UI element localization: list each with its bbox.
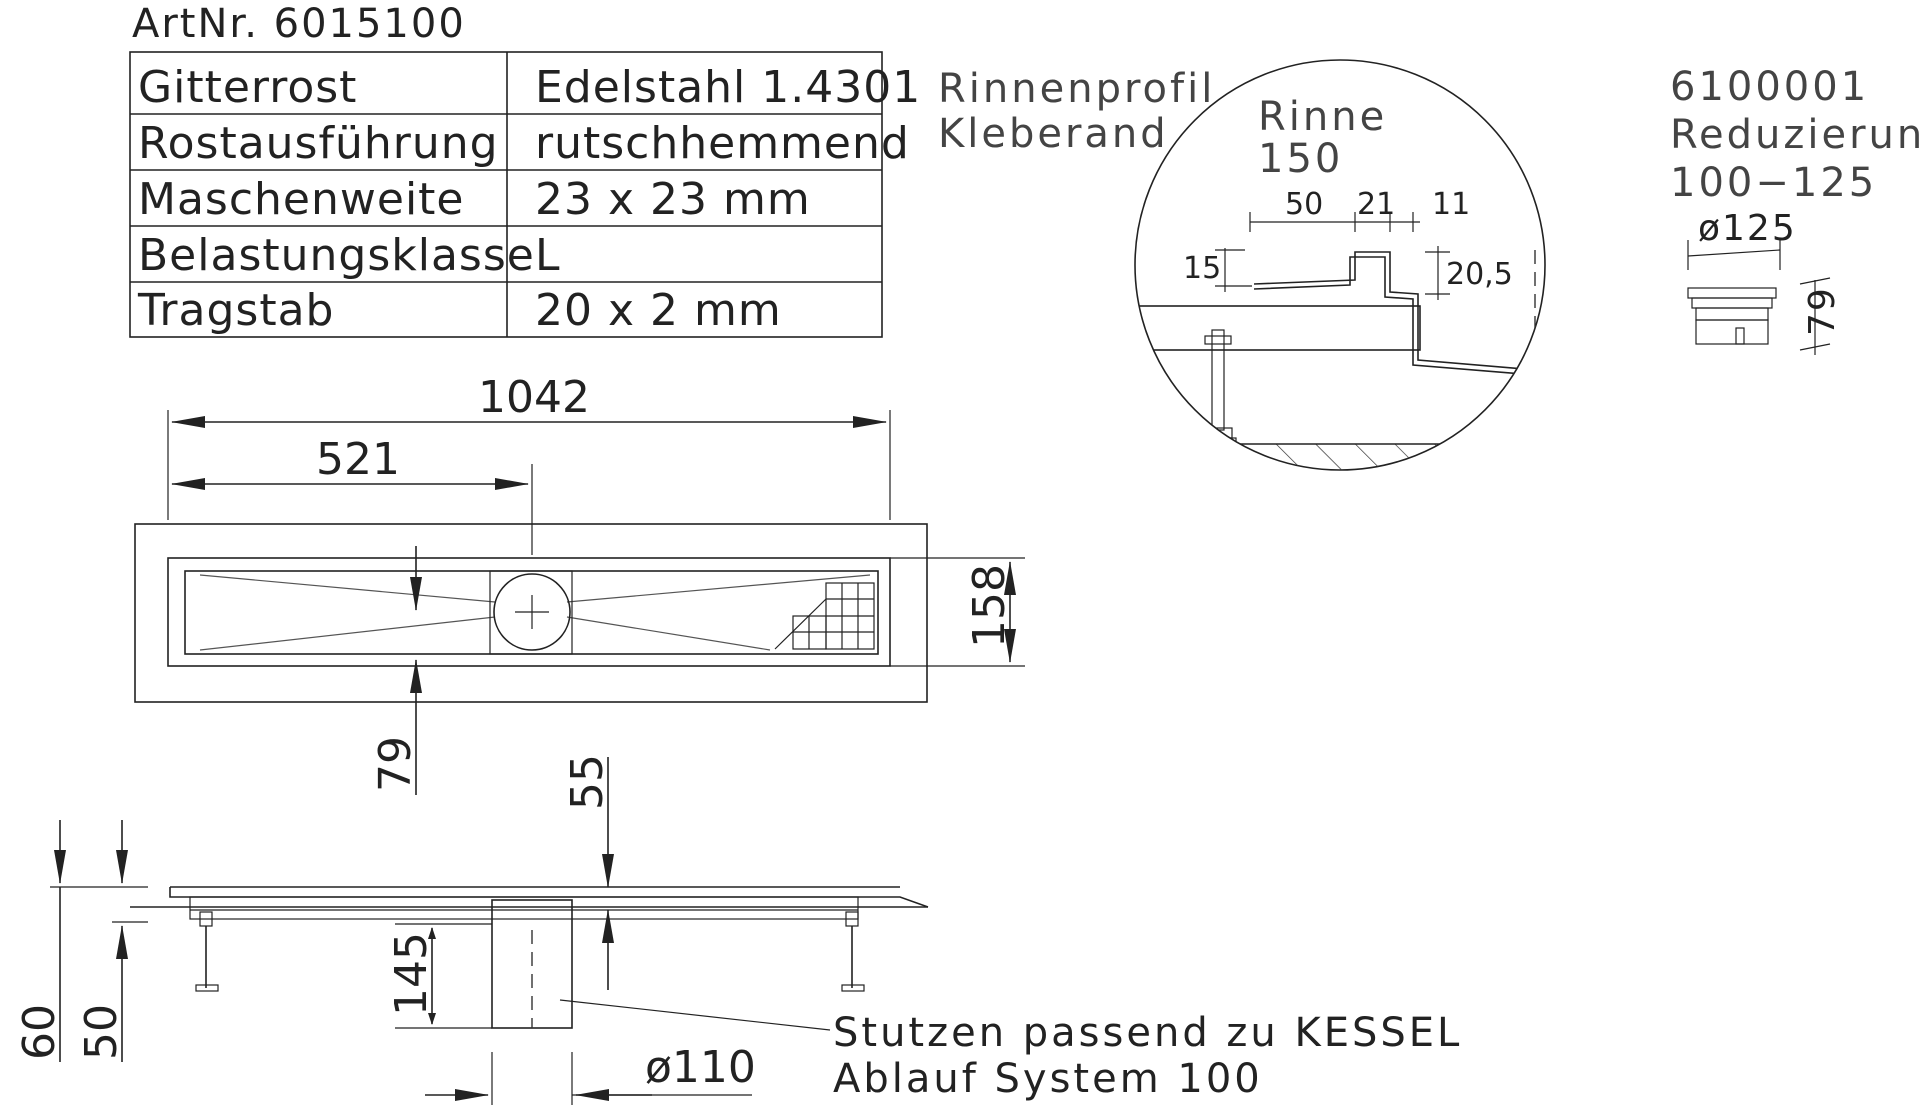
profile-label-line2: Kleberand bbox=[938, 111, 1169, 157]
reducer-diameter: ø125 bbox=[1698, 208, 1797, 249]
rinne-label-line1: Rinne bbox=[1258, 94, 1387, 140]
dim-profile-21: 21 bbox=[1357, 187, 1395, 222]
article-number: ArtNr. 6015100 bbox=[132, 1, 466, 47]
reducer-number: 6100001 bbox=[1670, 64, 1869, 110]
side-view: 55 145 60 50 bbox=[14, 754, 929, 1105]
reducer-range: 100−125 bbox=[1670, 160, 1877, 206]
dim-55: 55 bbox=[562, 754, 613, 810]
spec-label-finish: Rostausführung bbox=[138, 118, 499, 169]
reducer-name: Reduzierung bbox=[1670, 112, 1920, 158]
profile-detail: Rinnenprofil Kleberand Rinne 150 bbox=[938, 59, 1546, 471]
spec-value-grate: Edelstahl 1.4301 bbox=[535, 62, 921, 113]
dim-profile-50: 50 bbox=[1285, 187, 1323, 222]
note-line2: Ablauf System 100 bbox=[833, 1056, 1263, 1102]
dim-profile-20-5: 20,5 bbox=[1446, 257, 1513, 292]
spec-label-load-class: Belastungsklasse bbox=[138, 230, 535, 281]
dim-length-1042: 1042 bbox=[478, 372, 590, 423]
spec-value-bar: 20 x 2 mm bbox=[535, 285, 782, 336]
dim-50: 50 bbox=[76, 1004, 127, 1060]
dim-width-158: 158 bbox=[964, 564, 1015, 648]
spec-value-mesh: 23 x 23 mm bbox=[535, 174, 811, 225]
rinne-label-line2: 150 bbox=[1258, 136, 1343, 182]
dim-145: 145 bbox=[386, 932, 437, 1016]
profile-label-line1: Rinnenprofil bbox=[938, 66, 1215, 112]
dim-diameter-110: ø110 bbox=[645, 1042, 756, 1093]
dim-profile-11: 11 bbox=[1432, 187, 1470, 222]
spec-table: Gitterrost Edelstahl 1.4301 Rostausführu… bbox=[129, 51, 921, 338]
reducer-detail: 6100001 Reduzierung 100−125 ø125 79 bbox=[1670, 64, 1920, 355]
dim-offset-79: 79 bbox=[370, 736, 421, 792]
dim-60: 60 bbox=[14, 1004, 65, 1060]
grate-pattern-icon bbox=[774, 582, 875, 650]
dim-half-521: 521 bbox=[316, 434, 400, 485]
dim-profile-15: 15 bbox=[1183, 251, 1221, 286]
spec-value-finish: rutschhemmend bbox=[535, 118, 910, 169]
reducer-height: 79 bbox=[1802, 286, 1843, 336]
top-view: 1042 521 bbox=[134, 372, 1025, 795]
spec-label-grate: Gitterrost bbox=[138, 62, 357, 113]
spec-value-load-class: L bbox=[535, 230, 561, 281]
spec-label-bar: Tragstab bbox=[137, 285, 334, 336]
spec-label-mesh: Maschenweite bbox=[138, 174, 465, 225]
note-line1: Stutzen passend zu KESSEL bbox=[833, 1010, 1462, 1056]
